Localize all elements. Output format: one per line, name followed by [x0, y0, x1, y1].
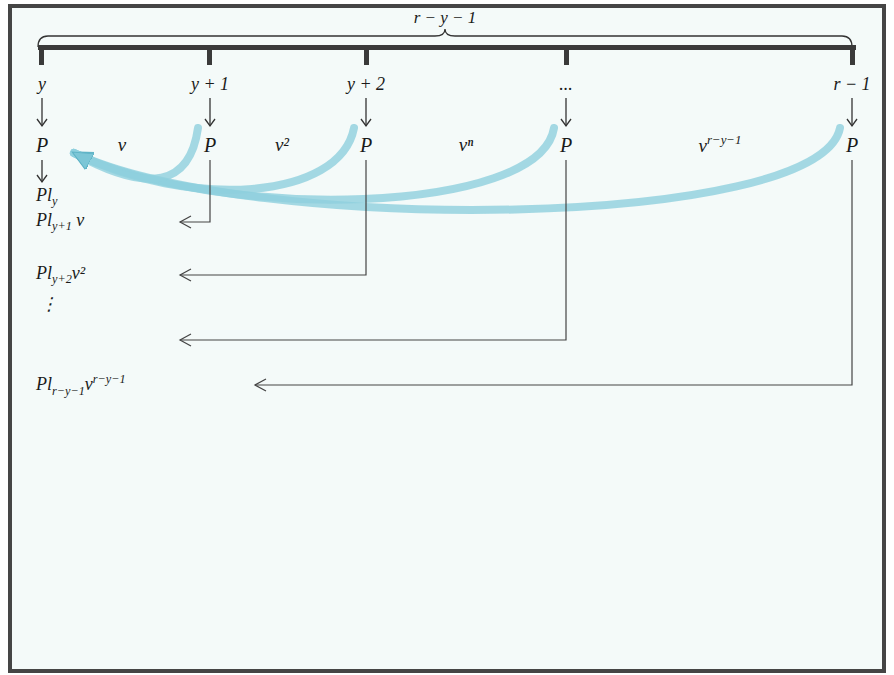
- text-part: y + 1: [191, 74, 229, 94]
- text-part: r−y−1: [93, 372, 126, 386]
- time-label: r − 1: [833, 74, 870, 96]
- text-part: v²: [72, 263, 85, 283]
- text-part: P: [204, 134, 216, 156]
- text-part: v²: [275, 134, 289, 155]
- elbow-arrows: [180, 160, 852, 391]
- text-part: r−y−1: [52, 383, 85, 397]
- text-part: Pl: [36, 185, 52, 205]
- text-part: P: [36, 134, 48, 156]
- term-label: Ply: [36, 185, 57, 209]
- text-part: P: [560, 134, 572, 156]
- discount-factor: vⁿ: [459, 134, 473, 157]
- text-part: vⁿ: [459, 134, 473, 155]
- text-part: Pl: [36, 263, 52, 283]
- text-part: ⋮: [40, 294, 58, 314]
- payment-symbol: P: [204, 133, 216, 157]
- payment-symbol: P: [560, 133, 572, 157]
- dimension-label: r − y − 1: [414, 8, 477, 28]
- payment-symbol: P: [846, 133, 858, 157]
- time-label: y: [38, 74, 46, 96]
- text-part: Pl: [36, 374, 52, 394]
- text-part: v: [698, 135, 706, 156]
- time-label: y + 1: [191, 74, 229, 96]
- text-part: r − y − 1: [414, 8, 477, 27]
- term-label: Ply+1 v: [36, 210, 84, 234]
- text-part: ...: [559, 74, 573, 94]
- down-arrows: [42, 98, 852, 182]
- time-label: y + 2: [347, 74, 385, 96]
- discount-bands: [74, 128, 840, 210]
- discount-factor: v: [118, 134, 126, 157]
- discount-factor: v²: [275, 134, 289, 157]
- text-part: y: [52, 194, 57, 208]
- payment-symbol: P: [360, 133, 372, 157]
- brace: [38, 29, 852, 47]
- tick-marks: [39, 45, 855, 65]
- text-part: r−y−1: [707, 132, 742, 147]
- frame: [10, 6, 884, 671]
- text-part: r − 1: [833, 74, 870, 94]
- ellipsis: ...: [559, 74, 573, 96]
- text-part: y+1: [52, 219, 72, 233]
- text-part: v: [118, 134, 126, 155]
- text-part: y+2: [52, 272, 72, 286]
- payment-symbol: P: [36, 133, 48, 157]
- text-part: P: [360, 134, 372, 156]
- text-part: y + 2: [347, 74, 385, 94]
- text-part: y: [38, 74, 46, 94]
- text-part: v: [72, 210, 85, 230]
- timeline: [38, 45, 856, 50]
- term-label: Plr−y−1vr−y−1: [36, 372, 126, 398]
- text-part: Pl: [36, 210, 52, 230]
- term-label: Ply+2v²: [36, 263, 85, 287]
- discount-factor: vr−y−1: [698, 132, 741, 158]
- ellipsis: ⋮: [40, 294, 58, 316]
- text-part: P: [846, 134, 858, 156]
- text-part: v: [85, 374, 93, 394]
